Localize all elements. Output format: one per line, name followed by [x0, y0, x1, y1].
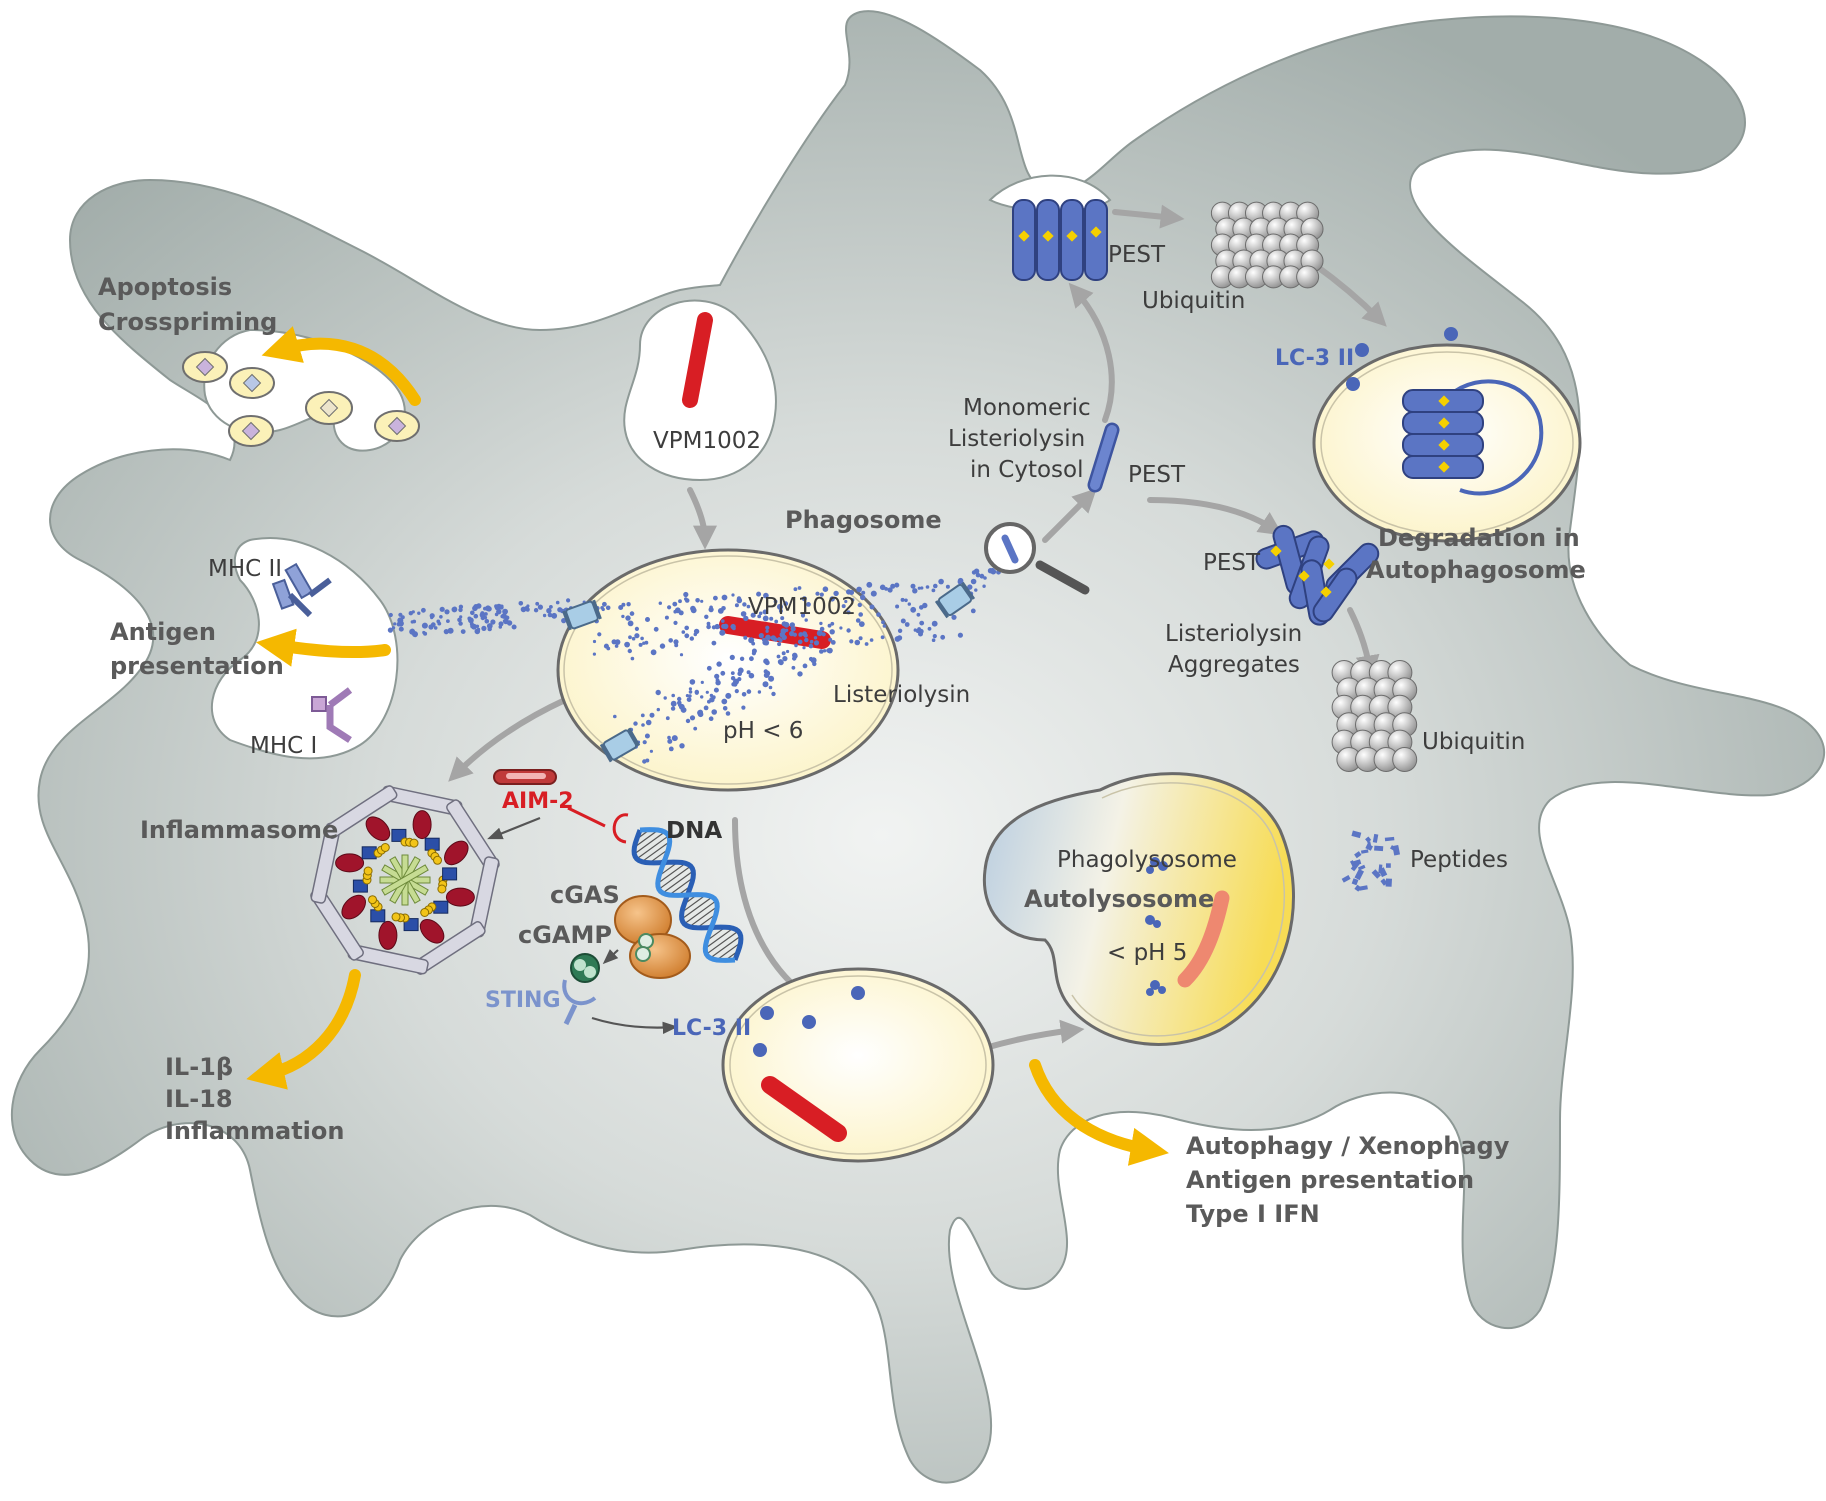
phagolysosome	[982, 772, 1295, 1046]
phagosome	[556, 548, 900, 792]
phagolysosome-label: Phagolysosome	[1057, 847, 1237, 873]
lc3-label-top: LC-3 II	[1275, 346, 1354, 371]
cgas-label: cGAS	[550, 881, 620, 909]
cgamp-molecule	[570, 953, 600, 983]
autophagosome-label: Autophagosome	[1366, 556, 1586, 584]
peptide-fragments	[1341, 830, 1401, 892]
listeriolysin-dots	[387, 556, 1003, 1118]
dna-helix-icon	[631, 827, 744, 963]
listeriolysin-pore-cluster	[1012, 199, 1108, 281]
phagosome-label: Phagosome	[785, 506, 942, 534]
antigen-label: Antigen	[110, 618, 216, 646]
proteasome-icon	[1331, 660, 1418, 772]
pore-icon	[599, 727, 641, 763]
ubiquitin-label-bottom: Ubiquitin	[1422, 729, 1525, 755]
il1b-label: IL-1β	[165, 1053, 233, 1081]
mhc-receptor-icon	[271, 562, 332, 618]
peptides-label: Peptides	[1410, 847, 1508, 873]
pest-label-aggregates: PEST	[1203, 550, 1261, 576]
antigen-output-label: Antigen presentation	[1186, 1166, 1474, 1194]
lc3-dot	[753, 1043, 767, 1057]
proteasome-icon	[1210, 201, 1324, 289]
lc3-dot	[1346, 377, 1360, 391]
aggregates-label: Aggregates	[1168, 652, 1300, 678]
lc3-dot	[1355, 343, 1369, 357]
bacterium-icon	[682, 312, 713, 408]
cgas-enzyme	[614, 895, 691, 979]
in-cytosol-label: in Cytosol	[970, 457, 1083, 483]
degradation-label: Degradation in	[1378, 524, 1580, 552]
sting-receptor	[562, 979, 597, 1026]
mhc1-label: MHC I	[250, 733, 317, 759]
inflammasome-label: Inflammasome	[140, 816, 338, 844]
monomeric-label: Monomeric	[963, 395, 1091, 421]
vpm1002-label-phagosome: VPM1002	[748, 594, 856, 620]
vpm1002-label-top: VPM1002	[653, 428, 761, 454]
aim2-dna-binding	[567, 806, 606, 828]
aim2-label: AIM-2	[502, 789, 574, 814]
cgamp-label: cGAMP	[518, 921, 612, 949]
autophagy-output-label: Autophagy / Xenophagy	[1186, 1132, 1510, 1160]
lc3-dot	[760, 1006, 774, 1020]
ph-lt6-label: pH < 6	[723, 718, 803, 744]
lc3-label-bottom: LC-3 II	[672, 1016, 751, 1041]
pore-icon	[934, 581, 976, 619]
output-arrows	[246, 326, 1169, 1166]
bacterium-icon	[761, 1076, 847, 1142]
magnifier-icon	[984, 522, 1090, 595]
phagocytic-cup	[623, 299, 777, 482]
lc3-dot	[802, 1015, 816, 1029]
il18-label: IL-18	[165, 1085, 233, 1113]
autophagosome-bottom	[721, 967, 995, 1163]
ph-lt5-label: < pH 5	[1107, 940, 1187, 966]
autophagosome-membrane	[1448, 379, 1544, 496]
dna-label: DNA	[666, 818, 722, 844]
pest-label-mid: PEST	[1128, 462, 1186, 488]
listeriolysin-label: Listeriolysin	[833, 682, 970, 708]
mhc-receptor-icon	[311, 687, 353, 743]
degraded-bacterium	[1177, 890, 1230, 988]
apoptosis-label: Apoptosis	[98, 273, 232, 301]
mhc2-label: MHC II	[208, 556, 282, 582]
pest-label-top: PEST	[1108, 242, 1166, 268]
lc3-dot	[851, 986, 865, 1000]
sting-label: STING	[485, 988, 561, 1013]
autolysosome-label: Autolysosome	[1024, 885, 1214, 913]
ifn-output-label: Type I IFN	[1186, 1200, 1320, 1228]
listeriolysin-cytosol-label: Listeriolysin	[948, 426, 1085, 452]
apoptotic-bodies	[182, 351, 420, 447]
presentation-label: presentation	[110, 652, 284, 680]
listeriolysin-stack	[1402, 389, 1484, 479]
ubiquitin-label-top: Ubiquitin	[1142, 288, 1245, 314]
lc3-dot	[1444, 327, 1458, 341]
aim2-protein	[493, 769, 557, 785]
pore-icon	[562, 599, 602, 631]
inflammasome-icon	[310, 785, 500, 975]
inflammation-label: Inflammation	[165, 1117, 344, 1145]
listeriolysin-fragments	[1145, 857, 1168, 996]
listeriolysin-aggregates-label: Listeriolysin	[1165, 621, 1302, 647]
phagosome-inner	[563, 555, 893, 785]
crosspriming-label: Crosspriming	[98, 308, 277, 336]
